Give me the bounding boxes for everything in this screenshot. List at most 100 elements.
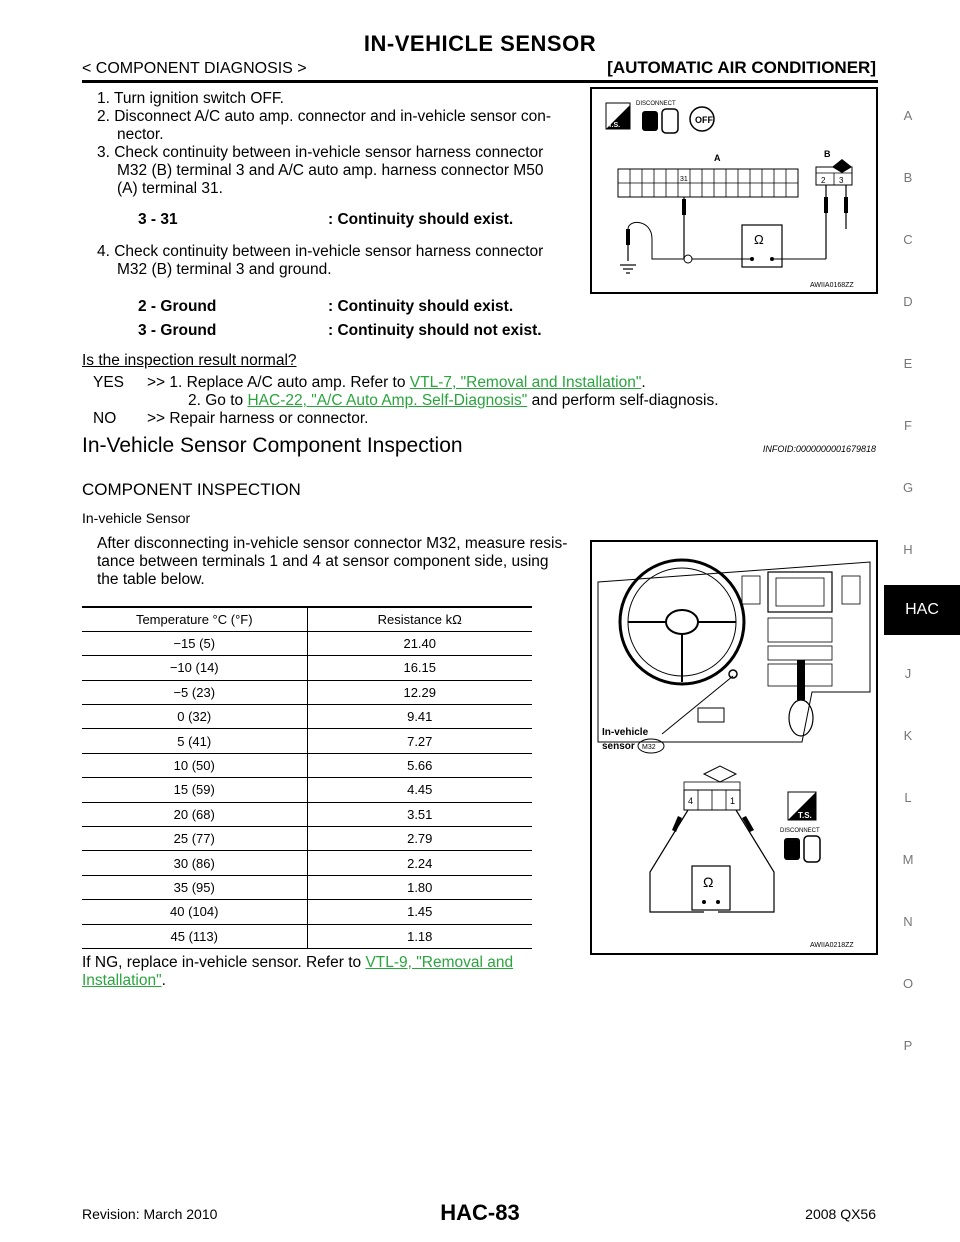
steering-wheel-icon (618, 558, 746, 686)
yes-line-2-text: 2. Go to (188, 392, 244, 409)
table-row: 40 (104)1.45 (82, 899, 532, 925)
column-header-temperature: Temperature °C (°F) (82, 605, 308, 632)
side-index-item[interactable]: H (903, 542, 913, 557)
wiring-figure-2: In-vehicle sensor M32 4 1 Ω T.S. DISCONN… (590, 540, 878, 955)
ohmmeter-icon (741, 224, 783, 268)
ohmmeter-icon (691, 865, 731, 911)
connector-id: M32 (642, 744, 656, 751)
table-row: −15 (5)21.40 (82, 631, 532, 657)
table-row: 30 (86)2.24 (82, 850, 532, 876)
no-label: NO (93, 410, 117, 427)
resistance-cell: 21.40 (307, 631, 532, 657)
step-4-line-2: M32 (B) terminal 3 and ground. (117, 261, 332, 278)
temperature-cell: 5 (41) (82, 728, 308, 754)
disconnect-label: DISCONNECT (636, 101, 676, 107)
vtl-7-link[interactable]: VTL-7, "Removal and Installation" (409, 374, 642, 391)
temperature-cell: 40 (104) (82, 899, 308, 925)
side-index-item[interactable]: L (904, 790, 912, 805)
label-a: A (714, 153, 721, 163)
table-row: 15 (59)4.45 (82, 777, 532, 803)
temperature-cell: 25 (77) (82, 826, 308, 852)
vtl-9-link[interactable]: VTL-9, "Removal and (365, 954, 514, 971)
sensor-location-marker (728, 669, 738, 679)
check-terminal-3-ground: 3 - Ground (138, 322, 217, 339)
ohm-symbol: Ω (703, 874, 713, 890)
ng-text: If NG, replace in-vehicle sensor. Refer … (82, 954, 362, 971)
resistance-table: Temperature °C (°F) Resistance kΩ −15 (5… (82, 605, 532, 949)
ts-label: T.S. (798, 811, 812, 820)
pin-2-label: 2 (821, 176, 826, 185)
side-index-item[interactable]: C (903, 232, 913, 247)
ts-label: T.S. (608, 122, 620, 129)
resistance-cell: 7.27 (307, 728, 532, 754)
temperature-cell: 30 (86) (82, 850, 308, 876)
table-row: 20 (68)3.51 (82, 802, 532, 828)
pin-4-label: 4 (688, 796, 693, 806)
side-index-item[interactable]: G (902, 480, 914, 495)
disconnect-label: DISCONNECT (780, 828, 820, 834)
connector-icon (642, 111, 658, 131)
pin-31-label: 31 (680, 176, 688, 183)
resistance-cell: 5.66 (307, 753, 532, 779)
side-index-item[interactable]: E (903, 356, 913, 371)
check-result-3-ground: : Continuity should not exist. (328, 322, 542, 339)
table-row: 0 (32)9.41 (82, 704, 532, 730)
side-index-item[interactable]: J (904, 666, 912, 681)
side-index-item[interactable]: K (903, 728, 913, 743)
table-row: −10 (14)16.15 (82, 655, 532, 681)
resistance-cell: 1.80 (307, 875, 532, 901)
page-number: HAC-83 (440, 1200, 520, 1225)
hac-22-link[interactable]: HAC-22, "A/C Auto Amp. Self-Diagnosis" (247, 392, 528, 409)
ohm-symbol: Ω (754, 232, 764, 247)
step-2-line-1: 2. Disconnect A/C auto amp. connector an… (97, 108, 552, 125)
side-index-item[interactable]: O (902, 976, 914, 991)
check-terminal-2-ground: 2 - Ground (138, 298, 217, 315)
resistance-cell: 1.45 (307, 899, 532, 925)
table-row: 45 (113)1.18 (82, 924, 532, 949)
table-row: −5 (23)12.29 (82, 680, 532, 706)
side-index-item[interactable]: P (903, 1038, 913, 1053)
connector-icon-half (661, 108, 679, 134)
pin-1-label: 1 (730, 796, 735, 806)
side-index-item[interactable]: A (903, 108, 913, 123)
table-row: 10 (50)5.66 (82, 753, 532, 779)
yes-line-1-text: >> 1. Replace A/C auto amp. Refer to (147, 374, 406, 391)
yes-label: YES (93, 374, 125, 391)
step-3-line-3: (A) terminal 31. (117, 180, 223, 197)
side-index-item[interactable]: N (903, 914, 913, 929)
step-3-line-1: 3. Check continuity between in-vehicle s… (97, 144, 544, 161)
revision-date: Revision: March 2010 (82, 1206, 218, 1222)
step-4-line-1: 4. Check continuity between in-vehicle s… (97, 243, 544, 260)
resistance-cell: 9.41 (307, 704, 532, 730)
model-year: 2008 QX56 (805, 1206, 876, 1222)
section-title: [AUTOMATIC AIR CONDITIONER] (607, 58, 876, 77)
side-index-tab-active[interactable]: HAC (884, 585, 960, 635)
resistance-cell: 4.45 (307, 777, 532, 803)
sensor-label-1: In-vehicle (602, 727, 649, 738)
figure-code: AWIIA0168ZZ (810, 282, 854, 289)
column-header-resistance: Resistance kΩ (307, 605, 532, 632)
check-result-2-ground: : Continuity should exist. (328, 298, 514, 315)
side-index-item[interactable]: D (903, 294, 913, 309)
temperature-cell: 15 (59) (82, 777, 308, 803)
side-index-item[interactable]: F (904, 418, 912, 433)
side-index-item[interactable]: B (903, 170, 913, 185)
shifter-icon (788, 699, 814, 737)
temperature-cell: 10 (50) (82, 753, 308, 779)
yes-line-1: >> 1. Replace A/C auto amp. Refer to VTL… (147, 373, 646, 392)
step-2-line-2: nector. (117, 126, 164, 143)
ts-box (605, 102, 631, 130)
table-header-row: Temperature °C (°F) Resistance kΩ (82, 605, 532, 632)
ng-line-1: If NG, replace in-vehicle sensor. Refer … (82, 953, 513, 972)
ts-icon (606, 105, 630, 129)
side-index-item[interactable]: M (902, 852, 914, 867)
wiring-diagram-1: T.S. DISCONNECT OFF A 31 B 2 3 (605, 101, 854, 289)
step-3-line-2: M32 (B) terminal 3 and A/C auto amp. har… (117, 162, 544, 179)
intro-line-2: tance between terminals 1 and 4 at senso… (97, 553, 549, 570)
page-title: IN-VEHICLE SENSOR (363, 31, 597, 56)
yes-line-2-tail: and perform self-diagnosis. (531, 392, 719, 409)
breadcrumb: < COMPONENT DIAGNOSIS > (82, 60, 307, 77)
dashboard-outline (597, 561, 871, 743)
figure-code: AWIIA0218ZZ (810, 942, 854, 949)
vtl-9-link-cont[interactable]: Installation" (82, 972, 162, 989)
